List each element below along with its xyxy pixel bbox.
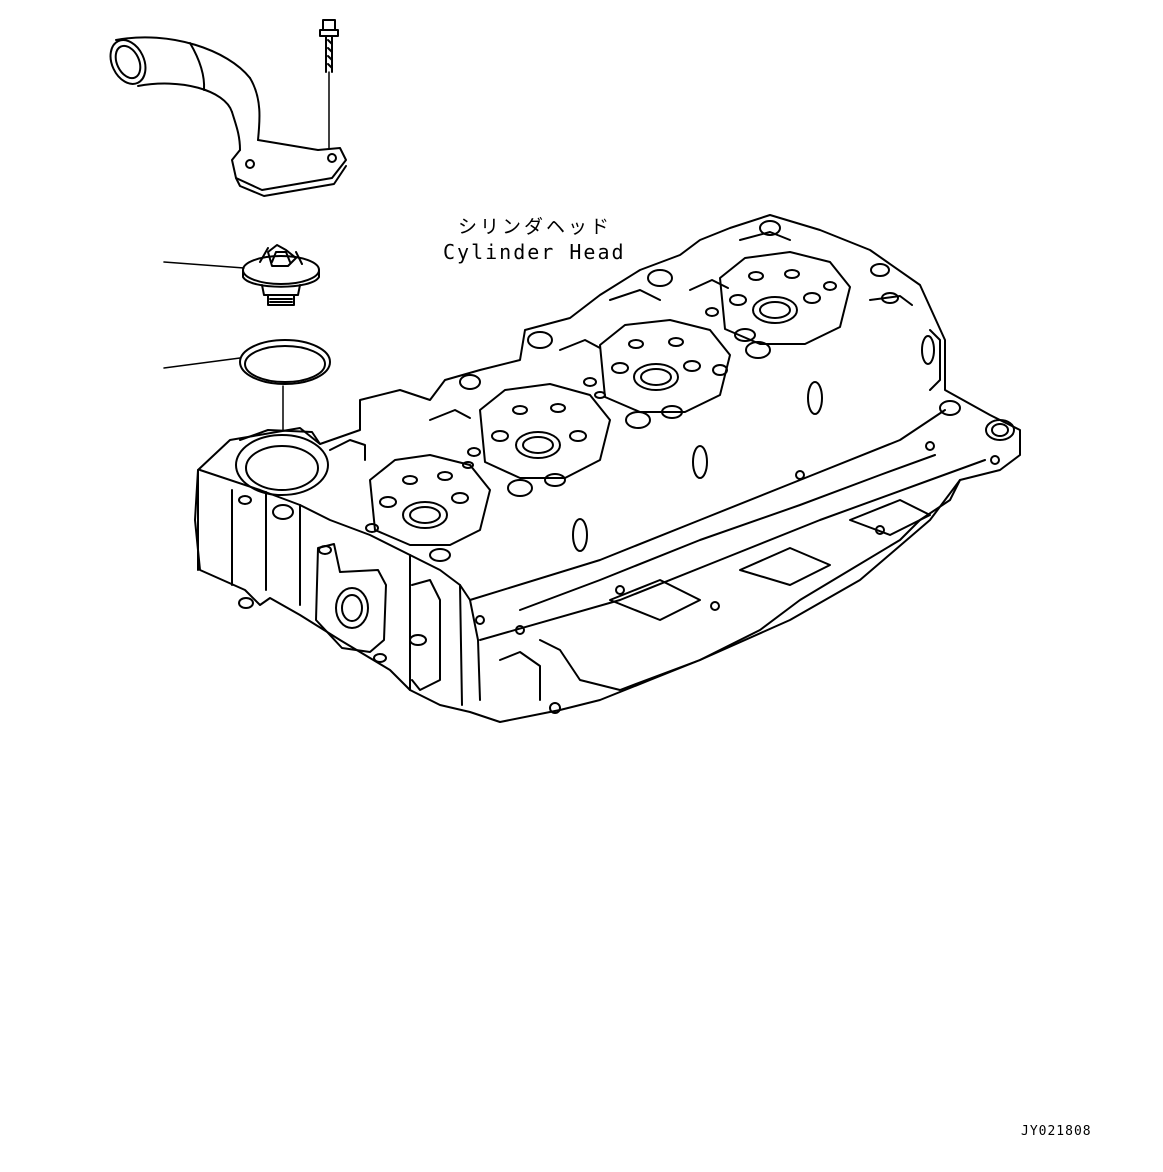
gasket-ring <box>163 339 331 431</box>
cylinder-head-label-en: Cylinder Head <box>443 240 626 264</box>
flange-bolt <box>319 19 339 149</box>
thermostat <box>163 244 320 306</box>
water-outlet-pipe <box>109 36 347 197</box>
drawing-number: JY021808 <box>1021 1124 1092 1139</box>
cylinder-head <box>194 214 1021 723</box>
cylinder-head-label-jp: シリンダヘッド <box>458 216 613 238</box>
